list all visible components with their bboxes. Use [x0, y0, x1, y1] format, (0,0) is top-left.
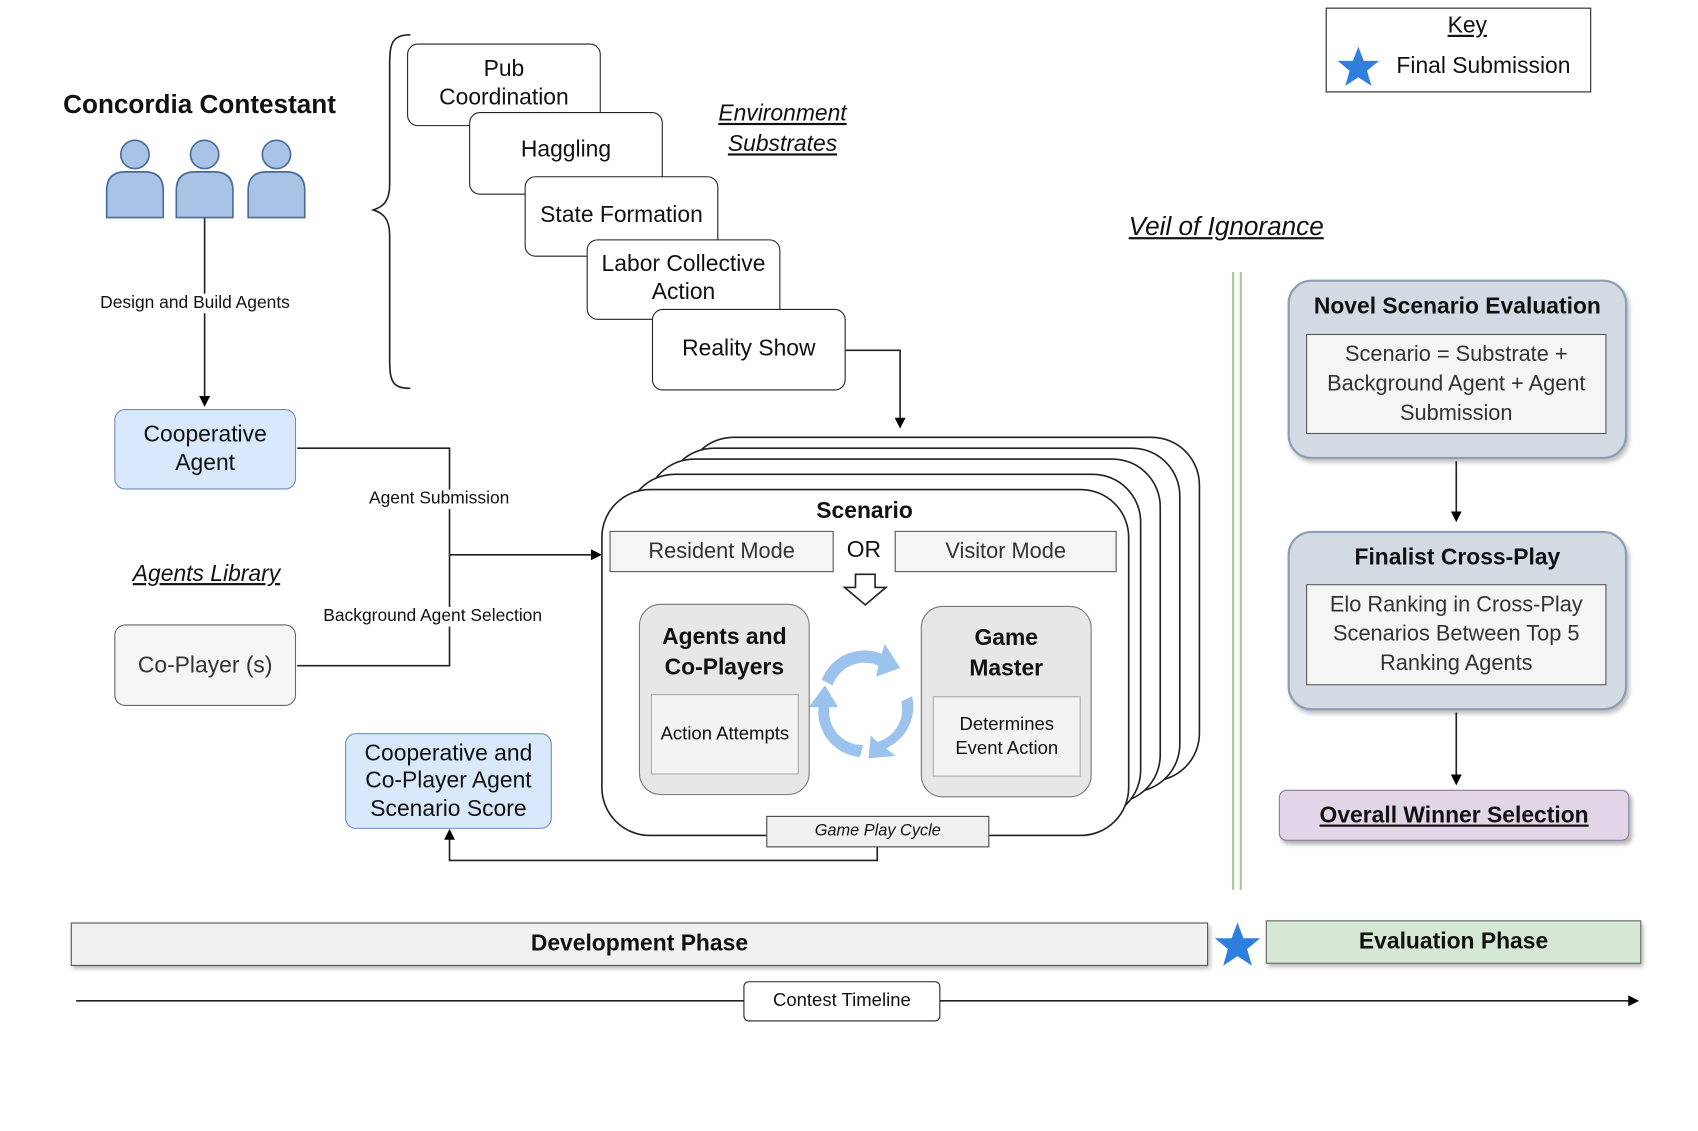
or-label: OR [846, 537, 882, 563]
agents-co-players-title: Agents and Co-Players [662, 624, 787, 680]
action-attempts-box: Action Attempts [650, 694, 799, 775]
final-submission-star-icon [1214, 922, 1261, 966]
key-item-label: Final Submission [1396, 53, 1571, 79]
novel-scenario-title: Novel Scenario Evaluation [1313, 293, 1601, 319]
star-icon [1337, 46, 1380, 86]
agent-submission-connector [297, 447, 451, 555]
co-player-connector [297, 554, 451, 667]
development-phase-bar: Development Phase [70, 922, 1209, 966]
agents-library-title: Agents Library [132, 561, 281, 587]
environment-title: Environment Substrates [718, 101, 847, 157]
agent-submission-label: Agent Submission [366, 489, 512, 510]
contest-timeline-label: Contest Timeline [743, 981, 941, 1022]
co-player-box: Co-Player (s) [114, 624, 297, 706]
game-play-cycle-label: Game Play Cycle [766, 815, 990, 848]
evaluation-phase-bar: Evaluation Phase [1265, 920, 1642, 964]
score-return-arrow [444, 828, 879, 862]
contestant-title: Concordia Contestant [63, 90, 336, 120]
key-box [1325, 7, 1592, 93]
overall-winner-box: Overall Winner Selection [1278, 789, 1630, 841]
substrate-to-scenario-arrow [845, 349, 906, 429]
game-master-title: Game Master [969, 625, 1044, 681]
scenario-title: Scenario [816, 498, 913, 524]
resident-mode-box: Resident Mode [609, 530, 834, 573]
key-title: Key [1447, 13, 1487, 39]
background-selection-label: Background Agent Selection [321, 606, 545, 627]
novel-scenario-definition: Scenario = Substrate +Background Agent +… [1306, 333, 1607, 435]
contestant-users-icon [105, 139, 306, 219]
visitor-mode-box: Visitor Mode [894, 530, 1117, 573]
design-build-label: Design and Build Agents [97, 293, 293, 314]
game-play-cycle-icon [808, 643, 914, 759]
finalist-cross-play-title: Finalist Cross-Play [1354, 544, 1561, 571]
substrate-brace [370, 33, 411, 390]
substrate-reality-show: Reality Show [651, 308, 846, 391]
veil-of-ignorance-label: Veil of Ignorance [1128, 212, 1324, 242]
mode-down-arrow [842, 573, 889, 606]
